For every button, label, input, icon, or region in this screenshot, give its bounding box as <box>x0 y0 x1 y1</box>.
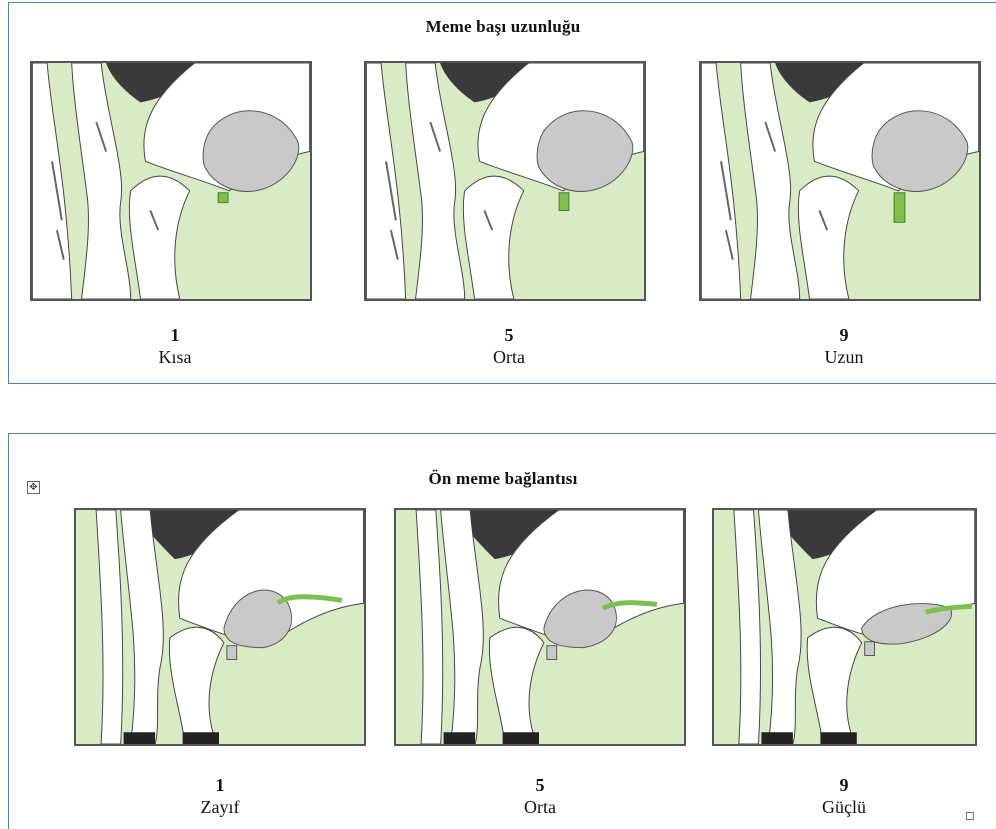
teat-length-figure-9 <box>699 61 981 301</box>
teat-length-illustration <box>32 63 310 299</box>
score-value: 9 <box>764 325 924 347</box>
score-value: 5 <box>460 775 620 797</box>
score-label: Güçlü <box>764 797 924 819</box>
fore-udder-figure-9 <box>712 508 977 746</box>
teat-length-panel: Meme başı uzunluğu 1 Kısa 5 O <box>8 2 996 384</box>
score-label: Zayıf <box>140 797 300 819</box>
fore-udder-attachment-panel: Ön meme bağlantısı 1 Zayıf <box>8 433 996 829</box>
score-value: 9 <box>764 775 924 797</box>
fore-udder-caption-1: 1 Zayıf <box>140 775 300 818</box>
teat-length-caption-9: 9 Uzun <box>764 325 924 368</box>
resize-handle-icon[interactable] <box>966 812 974 820</box>
fore-udder-caption-9: 9 Güçlü <box>764 775 924 818</box>
teat-length-illustration <box>366 63 644 299</box>
score-label: Orta <box>460 797 620 819</box>
score-value: 1 <box>140 775 300 797</box>
score-label: Uzun <box>764 347 924 369</box>
fore-udder-illustration <box>396 510 684 744</box>
teat-length-caption-1: 1 Kısa <box>95 325 255 368</box>
fore-udder-figure-5 <box>394 508 686 746</box>
fore-udder-illustration <box>76 510 364 744</box>
fore-udder-title: Ön meme bağlantısı <box>9 469 996 489</box>
fore-udder-illustration <box>714 510 975 744</box>
teat-length-figure-1 <box>30 61 312 301</box>
teat-length-title: Meme başı uzunluğu <box>9 17 996 37</box>
teat-length-caption-5: 5 Orta <box>429 325 589 368</box>
score-value: 1 <box>95 325 255 347</box>
score-value: 5 <box>429 325 589 347</box>
teat-length-figure-5 <box>364 61 646 301</box>
fore-udder-caption-5: 5 Orta <box>460 775 620 818</box>
move-handle-icon[interactable]: ✥ <box>27 481 40 494</box>
teat-length-illustration <box>701 63 979 299</box>
score-label: Kısa <box>95 347 255 369</box>
score-label: Orta <box>429 347 589 369</box>
fore-udder-figure-1 <box>74 508 366 746</box>
